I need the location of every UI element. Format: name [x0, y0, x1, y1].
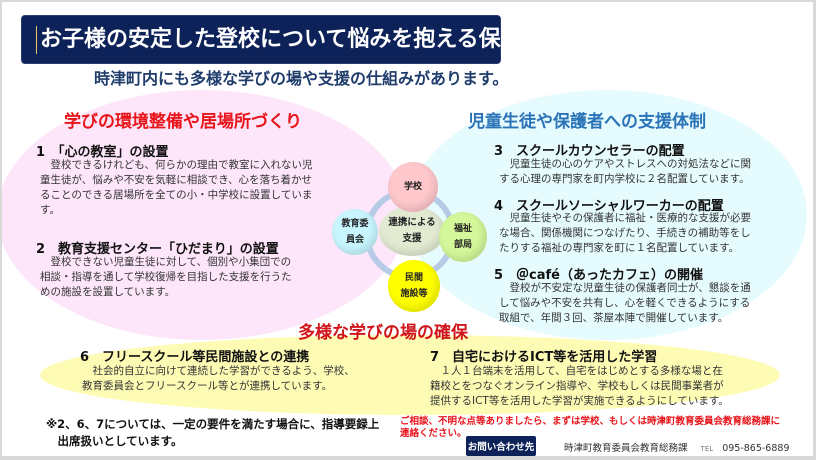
- item-6-body: 社会的自立に向けて連続した学習ができるよう、学校、教育委員会とフリースクール等と…: [82, 365, 355, 392]
- right-heading: 児童生徒や保護者への支援体制: [468, 112, 706, 132]
- item-7-title: 7 自宅におけるICT等を活用した学習: [430, 350, 658, 365]
- item-4-body: 児童生徒やその保護者に福祉・医療的な支援が必要な場合、関係機関につなげたり、手続…: [499, 212, 751, 254]
- attendance-note: ※2、6、7については、一定の要件を満たす場合に、指導要録上 出席扱いとしていま…: [46, 417, 380, 448]
- tel-number: 095-865-6889: [722, 443, 790, 454]
- diagram-welfare: 福祉部局: [439, 212, 487, 262]
- item-2-body: 登校できない児童生徒に対して、個別や小集団での相談・指導を通して学校復帰を目指し…: [40, 256, 292, 298]
- diagram-center: 連携による支援: [379, 206, 445, 256]
- bottom-heading: 多様な学びの場の確保: [298, 323, 468, 343]
- subtitle: 時津町内にも多様な学びの場や支援の仕組みがあります。: [94, 69, 509, 88]
- diagram-school: 学校: [388, 162, 438, 212]
- item-5-body: 登校が不安定な児童生徒の保護者同士が、懇談を通して悩みや不安を共有し、心を軽くで…: [499, 282, 751, 324]
- left-heading: 学びの環境整備や居場所づくり: [64, 112, 302, 132]
- yellow-ellipse: [40, 335, 780, 415]
- contact-button[interactable]: お問い合わせ先: [466, 436, 536, 456]
- item-3-body: 児童生徒の心のケアやストレスへの対処法などに関する心理の専門家を町内学校に２名配…: [499, 158, 751, 185]
- contact-info: 時津町教育委員会教育総務課 TEL 095-865-6889: [564, 440, 790, 454]
- item-7-body: １人１台端末を活用して、自宅をはじめとする多様な場と在籍校とをつなぐオンライン指…: [430, 365, 729, 407]
- item-1-title: 1 「心の教室」の設置: [36, 145, 169, 160]
- inquiry-note: ご相談、不明な点等ありましたら、まずは学校、もしくは時津町教育委員会教育総務課に…: [400, 416, 781, 439]
- tel-label: TEL: [700, 445, 714, 453]
- item-6-title: 6 フリースクール等民間施設との連携: [80, 350, 310, 365]
- office-name: 時津町教育委員会教育総務課: [564, 443, 688, 454]
- item-5-title: 5 ＠café（あったカフェ）の開催: [494, 268, 703, 283]
- item-2-title: 2 教育支援センター「ひだまり」の設置: [36, 242, 279, 257]
- page-title: お子様の安定した登校について悩みを抱える保護者の方へ: [22, 16, 611, 63]
- diagram-private: 民間施設等: [388, 260, 440, 312]
- item-4-title: 4 スクールソーシャルワーカーの配置: [494, 199, 724, 214]
- diagram-board: 教育委員会: [332, 209, 378, 255]
- item-3-title: 3 スクールカウンセラーの配置: [494, 144, 685, 159]
- item-1-body: 登校できるけれども、何らかの理由で教室に入れない児童生徒が、悩みや不安を気軽に相…: [40, 159, 313, 216]
